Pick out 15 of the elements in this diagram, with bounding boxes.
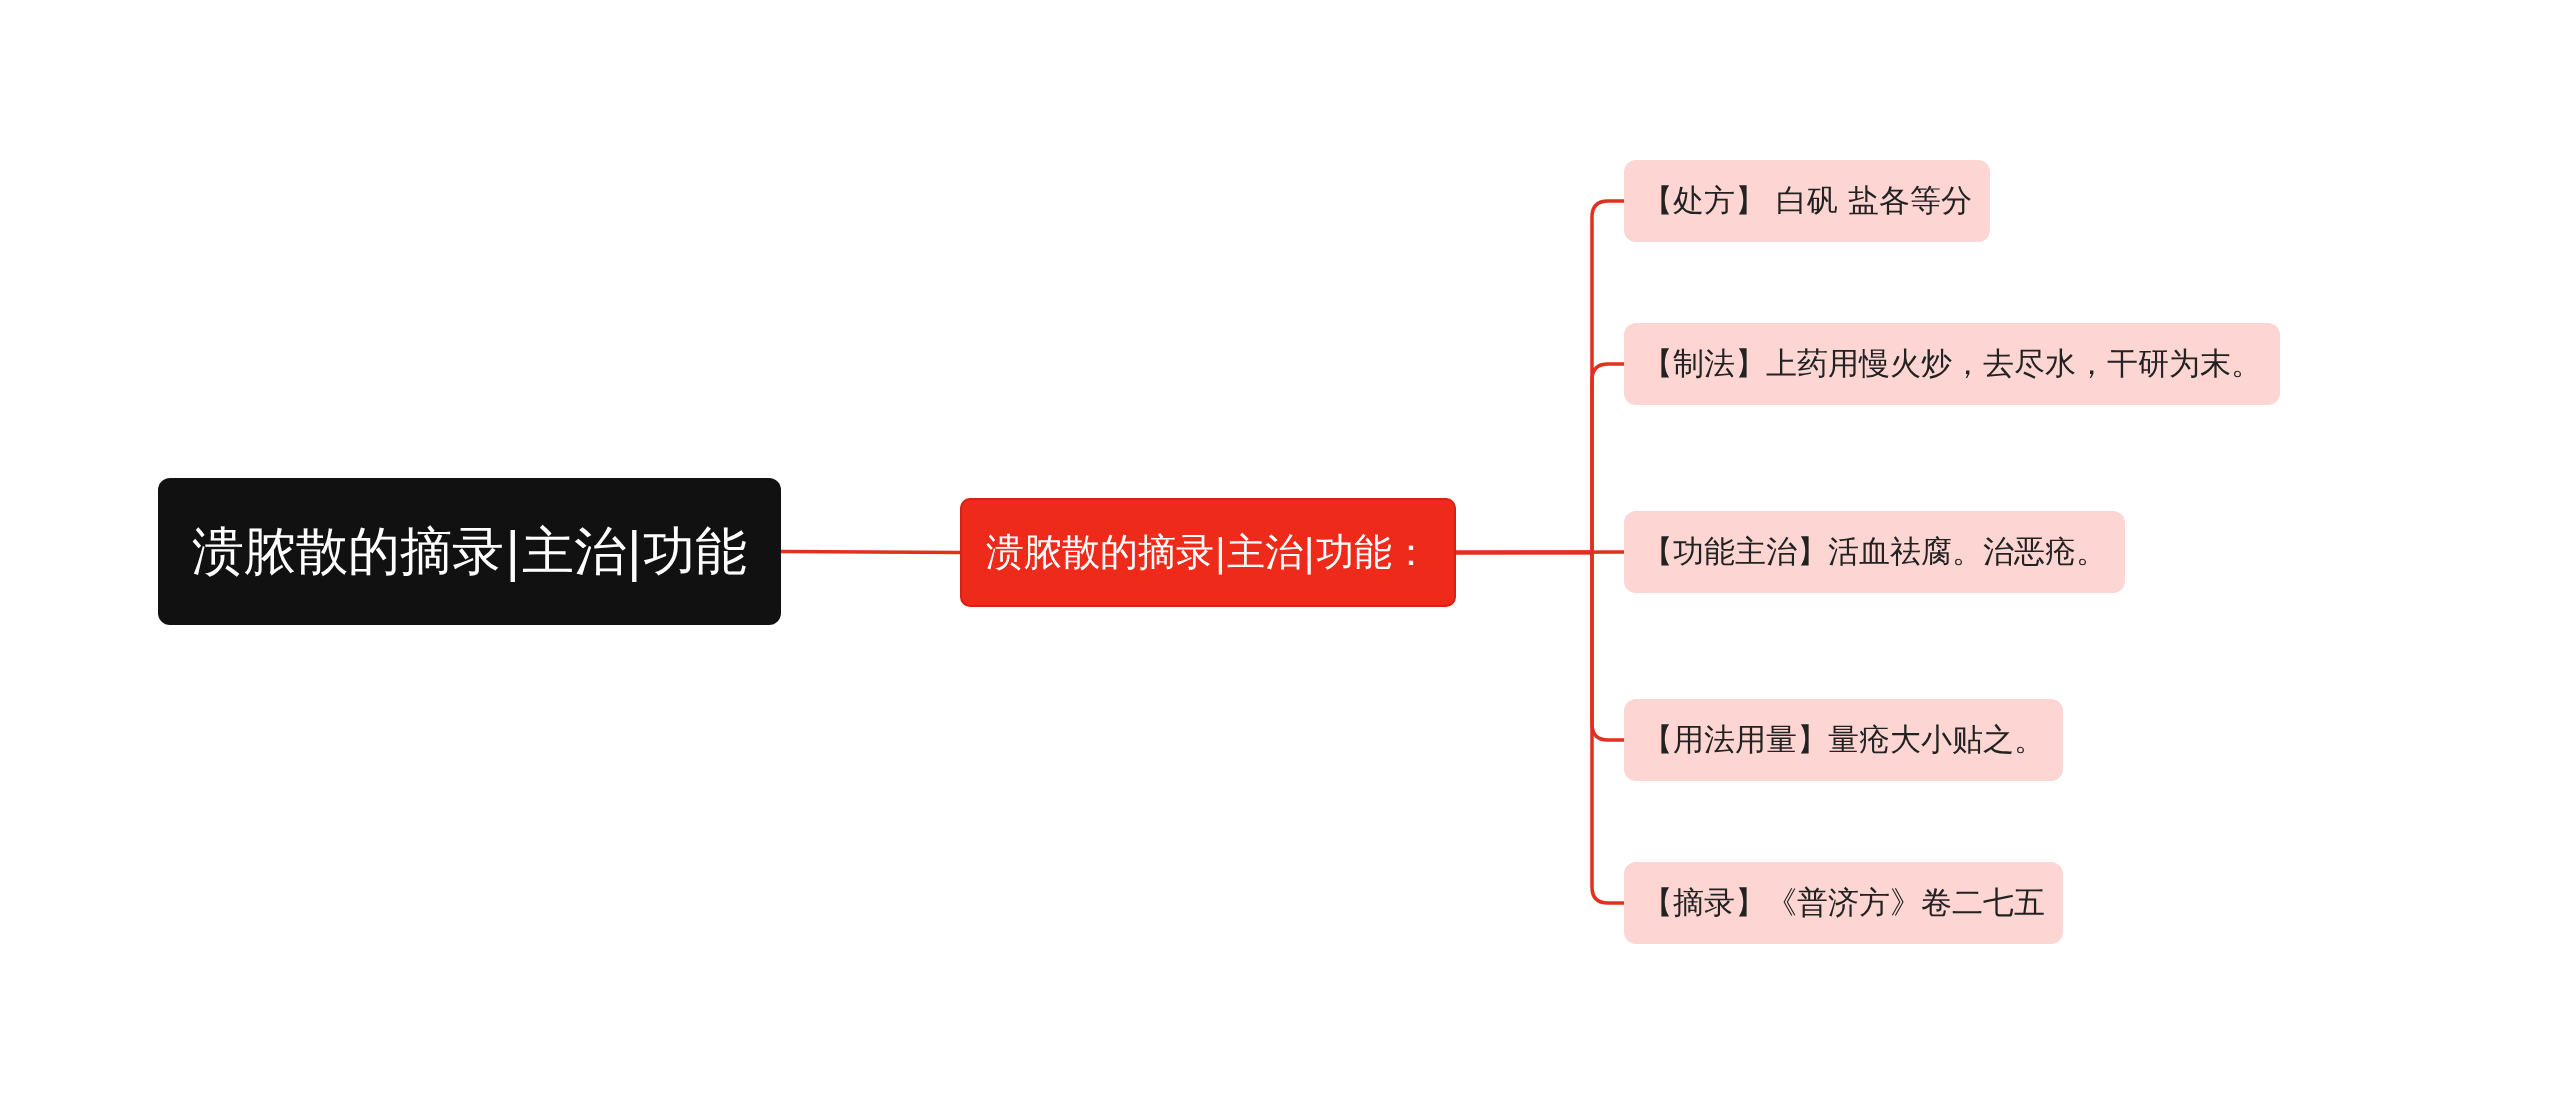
topic-text: 【处方】 白矾 盐各等分 xyxy=(1642,181,1972,220)
topic-text: 【制法】上药用慢火炒，去尽水，干研为末。 xyxy=(1642,344,2262,383)
connector-line xyxy=(781,549,960,555)
subtopic-box xyxy=(1624,323,2280,405)
root-topic-box xyxy=(158,478,782,625)
subtopic-box xyxy=(1624,160,1990,242)
main-topic-box xyxy=(960,498,1456,607)
subtopic-box xyxy=(1624,699,2063,781)
topic-text: 溃脓散的摘录|主治|功能： xyxy=(986,529,1430,577)
subtopic-box xyxy=(1624,862,2063,944)
topic-text: 溃脓散的摘录|主治|功能 xyxy=(192,519,748,584)
topic-text: 【用法用量】量疮大小贴之。 xyxy=(1642,720,2045,759)
topic-text: 【功能主治】活血祛腐。治恶疮。 xyxy=(1642,532,2107,571)
topic-text: 【摘录】《普济方》卷二七五 xyxy=(1642,883,2045,922)
subtopic-box xyxy=(1624,511,2125,593)
